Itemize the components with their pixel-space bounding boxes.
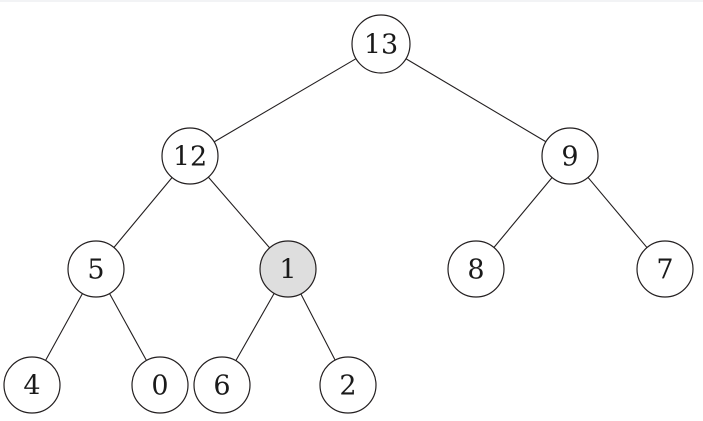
node-label: 7 <box>656 255 673 286</box>
tree-node[interactable]: 4 <box>3 356 61 414</box>
node-circle[interactable] <box>447 240 505 298</box>
top-divider <box>0 0 703 2</box>
node-label: 4 <box>23 371 40 402</box>
node-label: 6 <box>213 371 230 402</box>
edge-layer <box>44 58 648 362</box>
node-label: 8 <box>467 255 484 286</box>
node-circle[interactable] <box>161 127 219 185</box>
tree-node[interactable]: 5 <box>67 240 125 298</box>
tree-edge <box>300 293 336 361</box>
node-circle[interactable] <box>193 356 251 414</box>
node-label: 12 <box>173 142 207 173</box>
node-label: 5 <box>87 255 104 286</box>
node-circle[interactable] <box>67 240 125 298</box>
node-label: 1 <box>279 255 296 286</box>
tree-edge <box>113 176 173 249</box>
tree-edge <box>405 58 547 143</box>
node-label: 9 <box>561 142 578 173</box>
node-circle[interactable] <box>319 356 377 414</box>
node-circle[interactable] <box>131 356 189 414</box>
tree-edge <box>213 58 357 143</box>
node-circle[interactable] <box>541 127 599 185</box>
node-label: 0 <box>151 371 168 402</box>
tree-node[interactable]: 9 <box>541 127 599 185</box>
tree-node[interactable]: 12 <box>161 127 219 185</box>
node-circle[interactable] <box>351 14 411 74</box>
tree-edge <box>235 292 275 362</box>
tree-node[interactable]: 13 <box>351 14 411 74</box>
node-circle-highlighted[interactable] <box>259 240 317 298</box>
node-label: 2 <box>339 371 356 402</box>
node-circle[interactable] <box>3 356 61 414</box>
tree-edge <box>587 176 648 249</box>
tree-edge <box>44 292 84 362</box>
node-circle[interactable] <box>636 240 694 298</box>
tree-edge <box>207 176 271 249</box>
tree-node[interactable]: 8 <box>447 240 505 298</box>
tree-node[interactable]: 1 <box>259 240 317 298</box>
tree-node[interactable]: 0 <box>131 356 189 414</box>
tree-node[interactable]: 6 <box>193 356 251 414</box>
tree-edge <box>108 292 148 362</box>
node-label: 13 <box>364 30 398 61</box>
tree-node[interactable]: 7 <box>636 240 694 298</box>
node-layer: 13 12 9 5 1 8 7 4 0 6 2 <box>3 14 694 414</box>
tree-node[interactable]: 2 <box>319 356 377 414</box>
tree-edge <box>493 176 553 249</box>
